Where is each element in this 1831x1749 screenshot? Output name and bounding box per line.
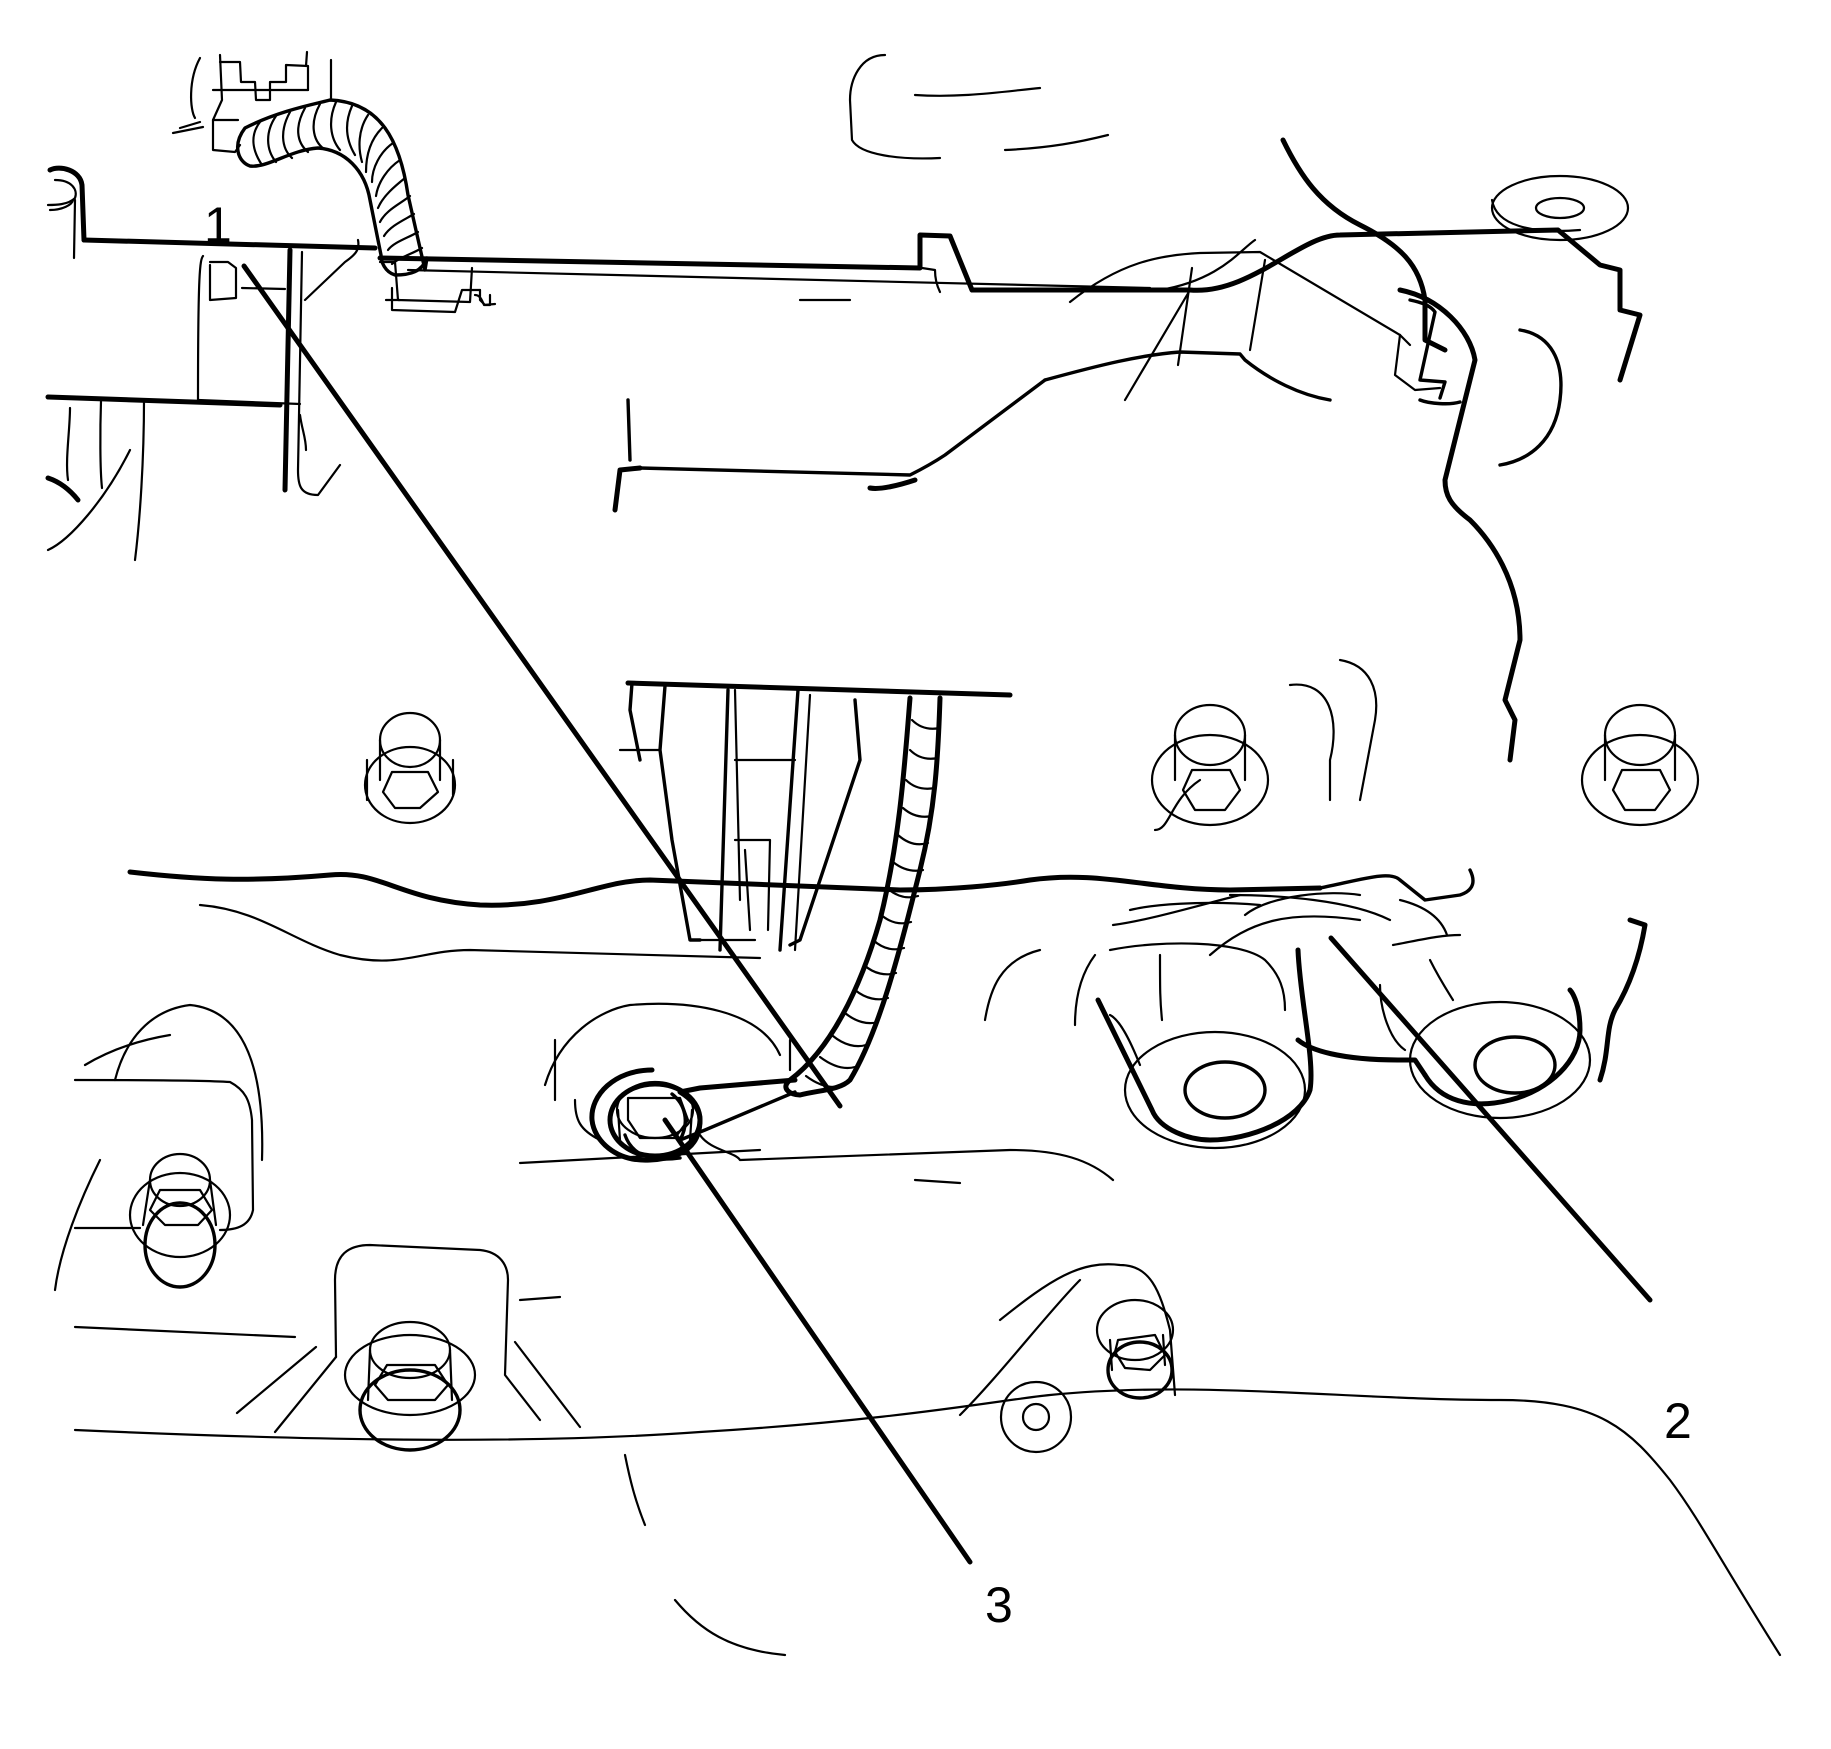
electrical-connector <box>171 50 333 154</box>
leader-line-3 <box>662 1117 973 1565</box>
manifold-outlets <box>1073 892 1648 1150</box>
leader-line-1 <box>241 263 843 1109</box>
background-upper <box>406 53 1630 353</box>
callout-2: 2 <box>1664 1393 1692 1449</box>
tab-bolt <box>73 1243 582 1452</box>
lower-left-bolt <box>53 1003 264 1292</box>
manifold-flange <box>127 868 1475 1022</box>
callout-3: 3 <box>985 1577 1013 1633</box>
ground-bolt-assembly <box>518 1002 1115 1182</box>
leader-lines <box>241 263 1653 1565</box>
left-bracket <box>46 165 378 260</box>
upper-bolt-row <box>363 658 1700 832</box>
leader-line-2 <box>1328 935 1653 1303</box>
harness-upper-conduit <box>236 98 429 277</box>
left-flange <box>45 238 360 562</box>
background-lower <box>73 1388 1782 1657</box>
manifold-body <box>377 227 1643 763</box>
callout-1: 1 <box>204 197 232 253</box>
center-bracket <box>618 680 1013 952</box>
harness-lower-conduit <box>783 695 943 1098</box>
lower-right-bolt <box>913 1178 1177 1454</box>
